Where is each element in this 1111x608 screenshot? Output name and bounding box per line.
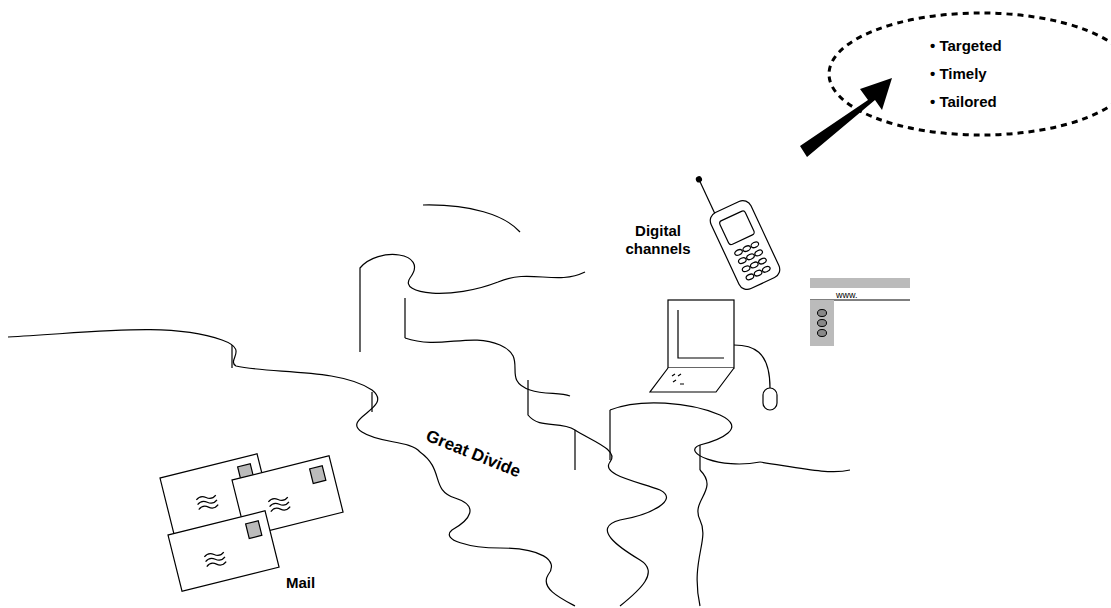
mobile-phone xyxy=(691,162,783,293)
mail-envelopes xyxy=(160,454,343,591)
url-text: www. xyxy=(836,290,858,300)
canyon-outline xyxy=(8,205,850,606)
channel-label: Mail xyxy=(286,574,315,591)
channel-label: Digital channels xyxy=(612,222,704,258)
bullet-item: • Targeted xyxy=(930,32,1111,60)
laptop-computer xyxy=(650,300,777,410)
dashed-ellipse: • Targeted• Timely• Tailored xyxy=(826,10,1111,138)
bullet-item: • Tailored xyxy=(930,88,1111,116)
web-page-icon xyxy=(810,278,910,346)
bullet-item: • Timely xyxy=(930,60,1111,88)
